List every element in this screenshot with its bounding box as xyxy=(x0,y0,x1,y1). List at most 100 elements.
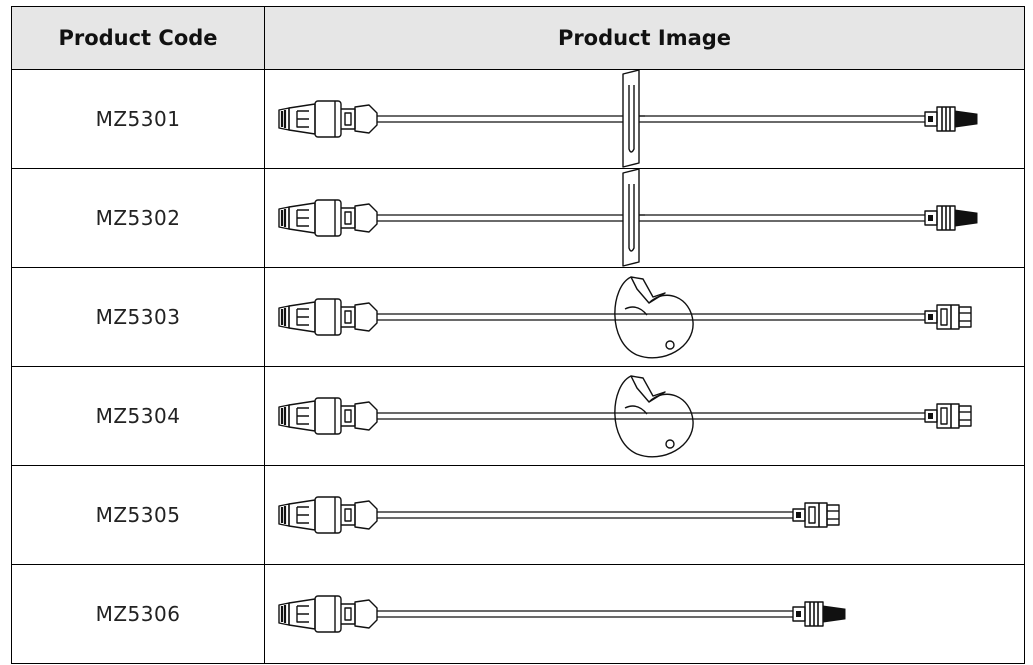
table-row: MZ5306 xyxy=(11,564,1025,664)
stem-window xyxy=(344,310,352,324)
cap-mark xyxy=(928,116,933,122)
luer-tip xyxy=(822,605,846,623)
product-image-cell xyxy=(264,267,1025,367)
connector-cap xyxy=(958,405,972,427)
body-window xyxy=(808,506,816,524)
extension-set-drawing xyxy=(278,70,978,168)
slide-clamp xyxy=(622,169,645,267)
clamp-inner xyxy=(624,405,648,415)
product-code-cell: MZ5305 xyxy=(11,465,265,565)
extension-set-drawing xyxy=(278,276,972,359)
pinch-clamp xyxy=(614,375,694,458)
left-luer-connector xyxy=(278,595,378,633)
product-image-cell xyxy=(264,69,1025,169)
male-luer-cap xyxy=(924,106,978,132)
table-row: MZ5301 xyxy=(11,69,1025,169)
cap-mark xyxy=(796,611,801,617)
body-window xyxy=(940,308,948,326)
extension-set-drawing xyxy=(278,496,840,534)
table-row: MZ5302 xyxy=(11,168,1025,268)
strain-relief xyxy=(354,599,378,629)
clamp-hole xyxy=(665,439,675,449)
header-product-image: Product Image xyxy=(264,6,1025,70)
collar xyxy=(314,298,342,336)
collar xyxy=(314,496,342,534)
left-luer-connector xyxy=(278,100,378,138)
product-image-cell xyxy=(264,168,1025,268)
cap-mark xyxy=(928,215,933,221)
hub-mark xyxy=(296,506,309,524)
male-luer-cap xyxy=(924,205,978,231)
slide-clamp xyxy=(622,70,645,168)
connector-cap xyxy=(826,504,840,526)
clamp-inner xyxy=(624,306,648,316)
hub-mark xyxy=(296,110,309,128)
collar xyxy=(314,199,342,237)
extension-set-drawing xyxy=(278,595,846,633)
left-luer-connector xyxy=(278,298,378,336)
neck-mark xyxy=(928,413,933,419)
male-luer-cap xyxy=(792,601,846,627)
stem-window xyxy=(344,211,352,225)
clamp-slot xyxy=(628,85,635,153)
collar xyxy=(314,397,342,435)
product-code-cell: MZ5306 xyxy=(11,564,265,664)
product-image-cell xyxy=(264,564,1025,664)
table-row: MZ5303 xyxy=(11,267,1025,367)
luer-tip xyxy=(954,110,978,128)
collar xyxy=(314,595,342,633)
table-row: MZ5305 xyxy=(11,465,1025,565)
table-body: MZ5301 MZ5302 MZ5303 MZ5304 MZ5305 MZ530… xyxy=(11,69,1025,664)
table-row: MZ5304 xyxy=(11,366,1025,466)
extension-set-drawing xyxy=(278,375,972,458)
product-code-cell: MZ5301 xyxy=(11,69,265,169)
stem xyxy=(341,306,356,328)
stem xyxy=(341,207,356,229)
hub-mark xyxy=(296,407,309,425)
stem-window xyxy=(344,112,352,126)
stem xyxy=(341,603,356,625)
stem xyxy=(341,405,356,427)
stem-window xyxy=(344,607,352,621)
product-code-cell: MZ5302 xyxy=(11,168,265,268)
left-luer-connector xyxy=(278,397,378,435)
product-code-cell: MZ5303 xyxy=(11,267,265,367)
stem xyxy=(341,504,356,526)
hub-mark xyxy=(296,209,309,227)
female-luer-connector xyxy=(924,304,972,330)
connector-cap xyxy=(958,306,972,328)
product-table: Product Code Product Image MZ5301 MZ5302… xyxy=(11,6,1025,664)
strain-relief xyxy=(354,203,378,233)
left-luer-connector xyxy=(278,496,378,534)
strain-relief xyxy=(354,104,378,134)
clamp-jaw xyxy=(630,276,666,304)
female-luer-connector xyxy=(924,403,972,429)
clamp-plate xyxy=(622,70,640,168)
strain-relief xyxy=(354,302,378,332)
product-image-cell xyxy=(264,465,1025,565)
header-row: Product Code Product Image xyxy=(11,6,1025,70)
clamp-jaw xyxy=(630,375,666,403)
stem xyxy=(341,108,356,130)
table-header: Product Code Product Image xyxy=(11,6,1025,70)
pinch-clamp xyxy=(614,276,694,359)
product-code-cell: MZ5304 xyxy=(11,366,265,466)
collar xyxy=(314,100,342,138)
neck-mark xyxy=(928,314,933,320)
header-product-code: Product Code xyxy=(11,6,265,70)
product-image-cell xyxy=(264,366,1025,466)
left-luer-connector xyxy=(278,199,378,237)
stem-window xyxy=(344,409,352,423)
luer-tip xyxy=(954,209,978,227)
strain-relief xyxy=(354,401,378,431)
strain-relief xyxy=(354,500,378,530)
hub-mark xyxy=(296,605,309,623)
clamp-slot xyxy=(628,184,635,252)
stem-window xyxy=(344,508,352,522)
body-window xyxy=(940,407,948,425)
clamp-plate xyxy=(622,169,640,267)
female-luer-connector xyxy=(792,502,840,528)
clamp-hole xyxy=(665,340,675,350)
extension-set-drawing xyxy=(278,169,978,267)
